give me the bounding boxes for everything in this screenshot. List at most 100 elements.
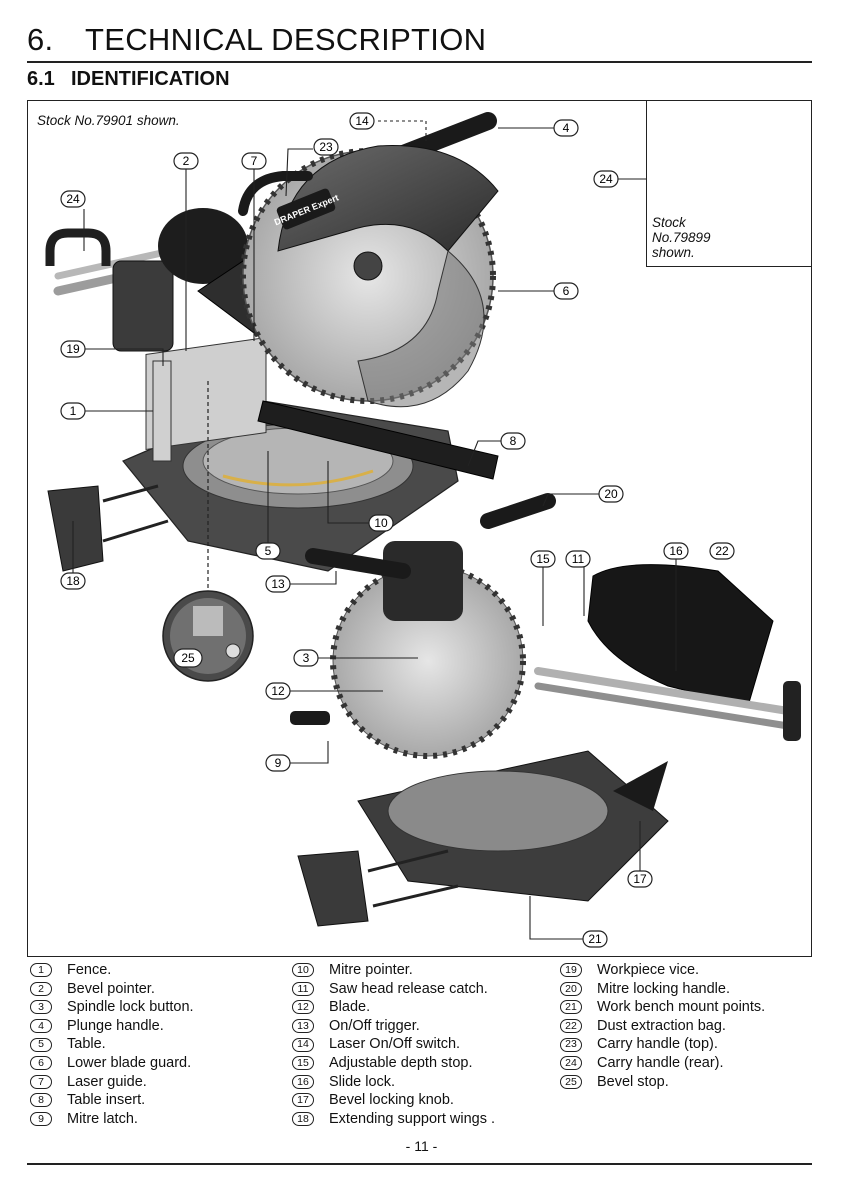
svg-text:18: 18 xyxy=(66,574,80,588)
legend-item: 10 Mitre pointer. xyxy=(292,961,495,980)
legend-item: 21 Work bench mount points. xyxy=(560,998,765,1017)
callout-13: 13 xyxy=(265,575,291,593)
legend-label: On/Off trigger. xyxy=(329,1017,420,1034)
svg-text:10: 10 xyxy=(374,516,388,530)
svg-text:19: 19 xyxy=(66,342,80,356)
legend-label: Laser guide. xyxy=(67,1073,147,1090)
svg-text:15: 15 xyxy=(536,552,550,566)
legend-number: 10 xyxy=(292,963,314,978)
svg-text:17: 17 xyxy=(633,872,647,886)
legend-label: Carry handle (top). xyxy=(597,1036,718,1053)
upper-blade-guard xyxy=(277,145,499,252)
legend-label: Mitre pointer. xyxy=(329,962,413,978)
svg-text:24: 24 xyxy=(66,192,80,206)
svg-text:24: 24 xyxy=(599,172,613,186)
callout-17: 17 xyxy=(627,870,653,888)
bottom-rule xyxy=(27,1163,812,1165)
legend-number: 6 xyxy=(30,1056,52,1071)
legend-label: Adjustable depth stop. xyxy=(329,1054,473,1071)
callout-4: 4 xyxy=(553,119,579,137)
legend-label: Work bench mount points. xyxy=(597,999,766,1016)
legend-label: Workpiece vice. xyxy=(597,962,700,978)
svg-text:4: 4 xyxy=(563,121,570,135)
legend-number: 18 xyxy=(292,1112,314,1127)
section-title: TECHNICAL DESCRIPTION xyxy=(85,22,487,57)
bevel-locking-knob xyxy=(613,761,668,811)
page-number: - 11 - xyxy=(405,1138,438,1154)
callout-8: 8 xyxy=(500,432,526,450)
top-saw-fence xyxy=(145,336,267,450)
svg-text:20: 20 xyxy=(604,487,618,501)
lower-blade-guard xyxy=(357,250,485,408)
callout-9: 9 xyxy=(265,754,291,772)
callout-badges: 24 2 7 23 14 4 24 6 19 1 8 20 10 5 18 13… xyxy=(60,112,735,948)
inset-caption: Stock No.79899 shown. xyxy=(652,215,711,260)
svg-text:22: 22 xyxy=(715,544,729,558)
legend-item: 12 Blade. xyxy=(292,998,495,1017)
legend-label: Blade. xyxy=(329,999,371,1016)
callout-15: 15 xyxy=(530,550,556,568)
callout-24-top: 24 xyxy=(60,190,86,208)
top-saw-column xyxy=(112,260,174,352)
section-number: 6. xyxy=(27,22,54,57)
leader-lines xyxy=(72,120,696,940)
legend-label: Mitre locking handle. xyxy=(597,980,730,997)
legend-label: Mitre latch. xyxy=(67,1110,138,1127)
svg-text:6: 6 xyxy=(563,284,570,298)
svg-text:13: 13 xyxy=(271,577,285,591)
legend-number: 7 xyxy=(30,1074,52,1089)
callout-23: 23 xyxy=(313,138,339,156)
callout-24-inset: 24 xyxy=(593,170,619,188)
legend-item: 22 Dust extraction bag. xyxy=(560,1017,765,1036)
callout-25: 25 xyxy=(173,648,203,668)
mitre-locking-handle xyxy=(480,493,556,529)
legend-label: Laser On/Off switch. xyxy=(329,1036,461,1053)
subsection-title: IDENTIFICATION xyxy=(71,68,230,90)
legend-label: Spindle lock button. xyxy=(67,999,194,1016)
legend-label: Table insert. xyxy=(67,1092,146,1109)
svg-text:5: 5 xyxy=(265,544,272,558)
legend-number: 15 xyxy=(292,1056,314,1071)
legend-number: 4 xyxy=(30,1019,52,1034)
dust-extraction-bag xyxy=(587,564,774,707)
legend-number: 24 xyxy=(560,1056,582,1071)
on-off-trigger-handle xyxy=(305,548,411,579)
svg-text:14: 14 xyxy=(355,114,369,128)
callout-20: 20 xyxy=(598,485,624,503)
extending-wing xyxy=(47,485,104,572)
svg-text:8: 8 xyxy=(510,434,517,448)
legend-number: 22 xyxy=(560,1019,582,1034)
legend-label: Table. xyxy=(67,1036,106,1053)
top-saw-motor xyxy=(158,208,248,284)
legend-number: 25 xyxy=(560,1074,582,1089)
subsection-number: 6.1 xyxy=(27,68,55,90)
bottom-saw-motor xyxy=(383,541,463,621)
legend-number: 12 xyxy=(292,1000,314,1015)
callout-3: 3 xyxy=(293,649,319,667)
callout-7: 7 xyxy=(241,152,267,170)
rear-carry-handle xyxy=(45,228,111,266)
inset-panel: Stock No.79899 shown. xyxy=(646,101,811,267)
callout-19: 19 xyxy=(60,340,86,358)
legend-label: Dust extraction bag. xyxy=(597,1017,726,1034)
legend-number: 21 xyxy=(560,1000,582,1015)
subsection-heading: 6.1 IDENTIFICATION xyxy=(27,68,230,91)
callout-14: 14 xyxy=(349,112,375,130)
legend-label: Saw head release catch. xyxy=(329,980,488,997)
legend-item: 15 Adjustable depth stop. xyxy=(292,1054,495,1073)
legend-number: 9 xyxy=(30,1112,52,1127)
callout-16: 16 xyxy=(663,542,689,560)
